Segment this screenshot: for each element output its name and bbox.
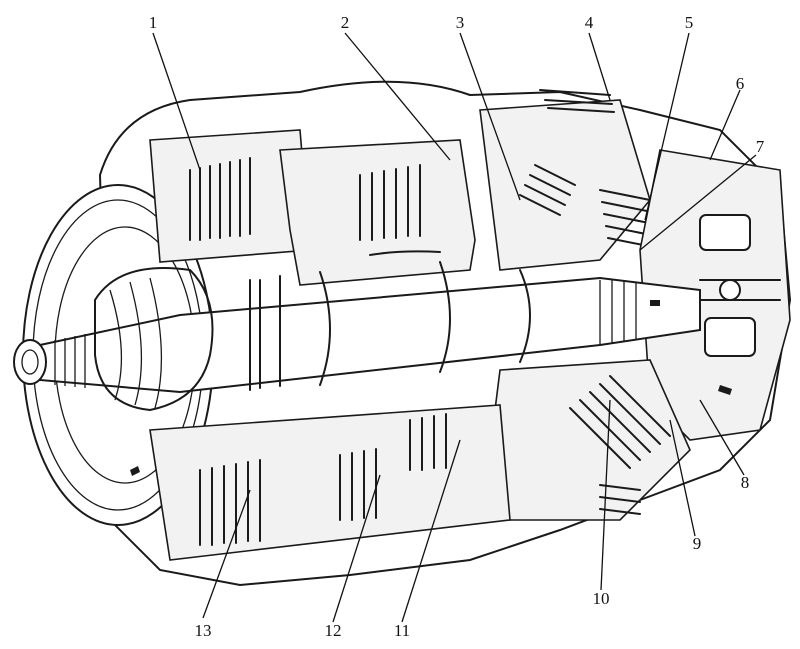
callout-6: 6: [736, 74, 745, 93]
callout-3: 3: [456, 13, 465, 32]
callout-1: 1: [149, 13, 158, 32]
callout-8: 8: [741, 473, 750, 492]
clutch-pack-lower: [149, 404, 511, 561]
callout-7: 7: [756, 137, 765, 156]
upper-drum: [279, 139, 476, 286]
callout-12: 12: [325, 621, 342, 640]
callout-5: 5: [685, 13, 694, 32]
callout-9: 9: [693, 534, 702, 553]
planetary-gearset-upper: [479, 89, 659, 271]
callout-11: 11: [394, 621, 410, 640]
callout-13: 13: [195, 621, 212, 640]
main-shaft: [13, 261, 701, 411]
output-end: [639, 149, 791, 441]
callout-4: 4: [585, 13, 594, 32]
callout-10: 10: [593, 589, 610, 608]
callout-2: 2: [341, 13, 350, 32]
planetary-gearset-lower: [489, 359, 691, 521]
callout-leaders: [152, 32, 757, 623]
